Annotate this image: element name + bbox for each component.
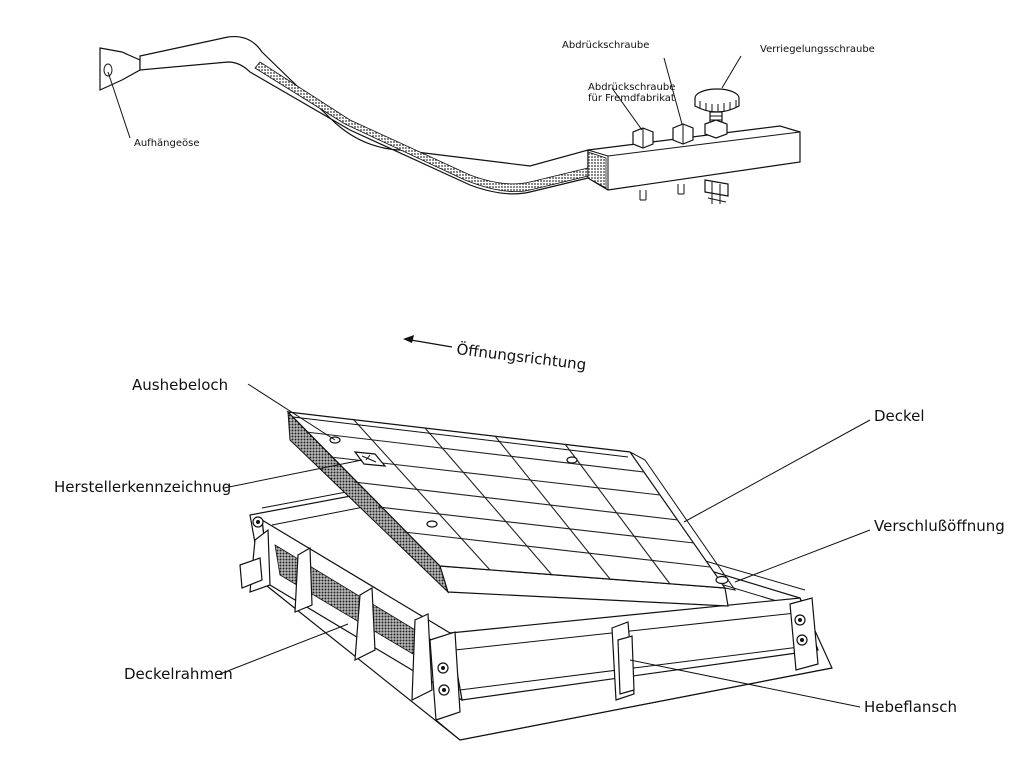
leader-aushebeloch — [247, 383, 336, 441]
leader-abdrueckschraube-fremd — [611, 87, 643, 131]
push-screw-foreign — [632, 127, 654, 149]
label-abdrueckschraube: Abdrückschraube — [562, 40, 649, 51]
leader-hebeflansch — [629, 659, 861, 708]
label-aufhaengeoese: Aufhängeöse — [134, 138, 199, 149]
locking-screw — [694, 88, 740, 139]
cover-frame-assembly — [239, 410, 833, 741]
lock-opening — [715, 575, 729, 585]
leader-deckel — [683, 419, 871, 523]
leader-deckelrahmen — [219, 623, 349, 675]
suspension-eye-plate — [99, 47, 141, 91]
lifting-key-tool — [99, 35, 801, 204]
label-verschlussoeffnung: Verschlußöffnung — [874, 517, 1005, 535]
label-deckelrahmen: Deckelrahmen — [124, 665, 233, 683]
label-herstellerkennzeichnung: Herstellerkennzeichnug — [54, 478, 231, 496]
label-deckel: Deckel — [874, 407, 925, 425]
leader-verriegelungsschraube — [721, 55, 742, 89]
opening-direction-arrow — [403, 335, 453, 348]
label-abdrueckschraube-fremd-2: für Fremdfabrikat — [588, 93, 675, 104]
suspension-eye-hole — [103, 63, 113, 77]
label-hebeflansch: Hebeflansch — [864, 698, 957, 716]
label-abdrueckschraube-fremd-1: Abdrückschraube — [588, 82, 675, 93]
leader-herstellerkennzeichnung — [223, 459, 363, 489]
leader-aufhaengeoese — [107, 71, 131, 139]
leader-verschlussoeffnung — [734, 529, 871, 583]
label-verriegelungsschraube: Verriegelungsschraube — [760, 44, 875, 55]
leader-abdrueckschraube — [663, 57, 683, 125]
label-oeffnungsrichtung: Öffnungsrichtung — [456, 339, 588, 374]
key-bar — [139, 35, 589, 195]
label-aushebeloch: Aushebeloch — [132, 376, 228, 394]
push-screw — [672, 123, 694, 145]
lifting-flange — [617, 635, 635, 695]
